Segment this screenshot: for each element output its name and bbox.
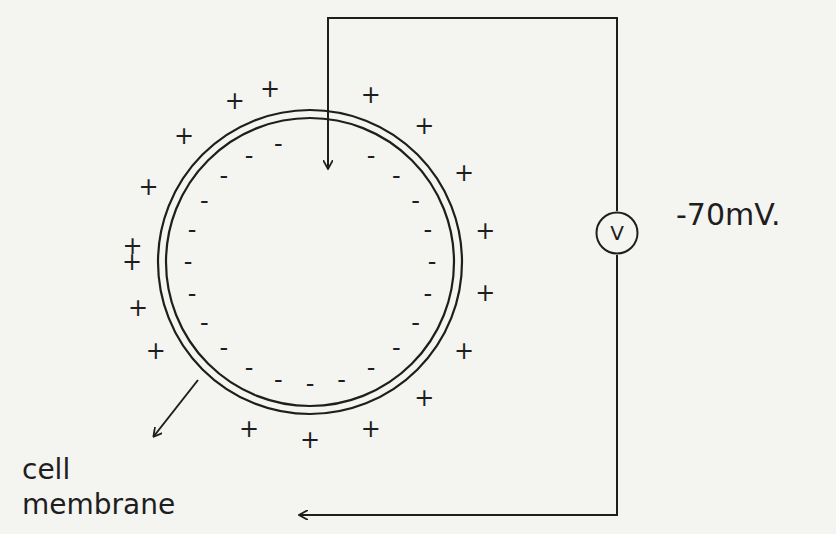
- positive-charge: +: [361, 83, 381, 107]
- meter-symbol: V: [595, 211, 639, 255]
- negative-charge: -: [219, 164, 228, 188]
- negative-charge: -: [245, 144, 254, 168]
- electrode-wire: [328, 18, 617, 211]
- negative-charge: -: [219, 336, 228, 360]
- reference-wire: [300, 255, 617, 515]
- negative-charge: -: [337, 368, 346, 392]
- positive-charge: +: [239, 417, 259, 441]
- negative-charge: -: [392, 164, 401, 188]
- negative-charge: -: [188, 218, 197, 242]
- outer-membrane: [158, 110, 462, 414]
- negative-charge: -: [428, 250, 437, 274]
- positive-charge: +: [475, 219, 495, 243]
- membrane-label: cell membrane: [22, 452, 197, 522]
- negative-charge: -: [245, 356, 254, 380]
- positive-charge: +: [128, 296, 148, 320]
- positive-charge: +: [174, 124, 194, 148]
- voltage-reading: -70mV.: [676, 200, 780, 230]
- negative-charge: -: [274, 368, 283, 392]
- negative-charge: -: [367, 356, 376, 380]
- positive-charge: +: [122, 250, 142, 274]
- negative-charge: -: [274, 132, 283, 156]
- negative-charge: -: [188, 282, 197, 306]
- negative-charge: -: [392, 336, 401, 360]
- positive-charge: +: [454, 161, 474, 185]
- negative-charge: -: [306, 372, 315, 396]
- positive-charge: +: [454, 339, 474, 363]
- negative-charge: -: [200, 189, 209, 213]
- positive-charge: +: [146, 339, 166, 363]
- negative-charge: -: [367, 144, 376, 168]
- positive-charge: +: [475, 281, 495, 305]
- voltmeter: V: [595, 211, 639, 255]
- positive-charge: +: [414, 386, 434, 410]
- positive-charge: +: [361, 417, 381, 441]
- negative-charge: -: [200, 311, 209, 335]
- inner-membrane: [166, 118, 454, 406]
- positive-charge: +: [300, 428, 320, 452]
- positive-charge: +: [225, 89, 245, 113]
- positive-charge: +: [414, 114, 434, 138]
- negative-charge: -: [423, 218, 432, 242]
- negative-charge: -: [411, 189, 420, 213]
- negative-charge: -: [411, 311, 420, 335]
- positive-charge: +: [260, 77, 280, 101]
- negative-charge: -: [184, 250, 193, 274]
- negative-charge: -: [423, 282, 432, 306]
- leader-line: [154, 380, 198, 436]
- positive-charge: +: [139, 175, 159, 199]
